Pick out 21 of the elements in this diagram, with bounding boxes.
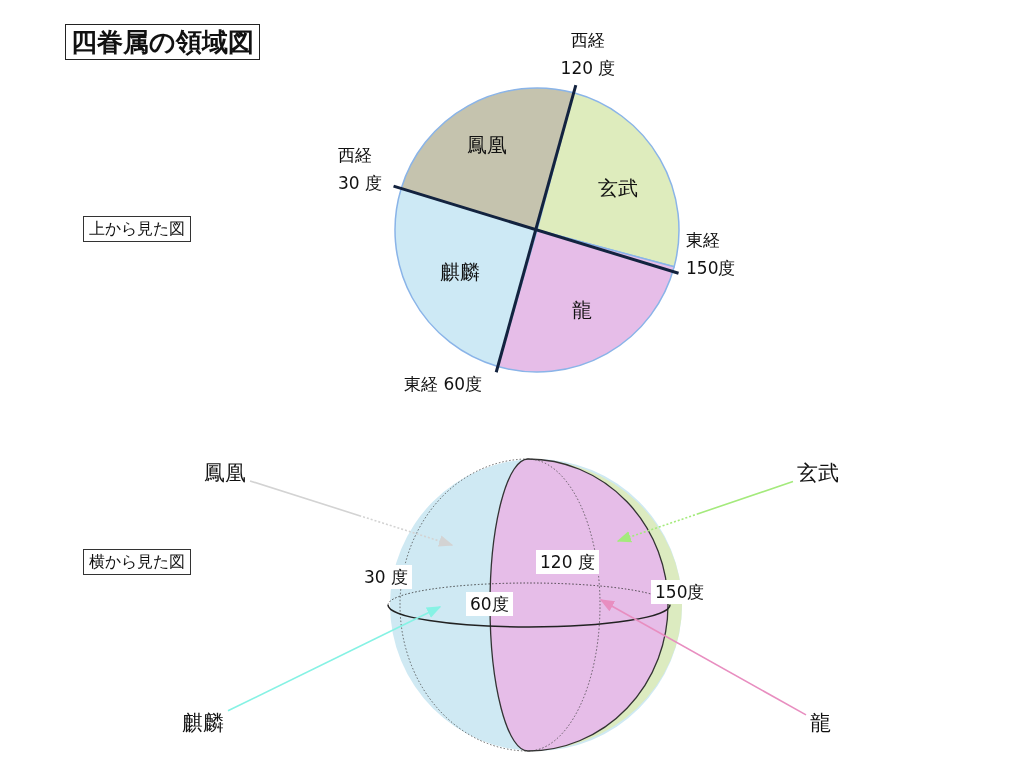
angle-label: 120 度 — [536, 550, 599, 574]
leader-arrow — [599, 599, 807, 716]
view-caption: 上から見た図 — [83, 216, 191, 242]
view-caption: 横から見た図 — [83, 549, 191, 575]
longitude-label: 東経 60度 — [404, 373, 484, 396]
longitude-label: 西経 30 度 — [338, 144, 384, 195]
leader-arrow — [227, 606, 442, 712]
region-label: 龍 — [810, 711, 831, 735]
title: 四眷属の領域図 — [65, 24, 260, 60]
sector-label: 麒麟 — [440, 258, 480, 286]
sector-label: 玄武 — [598, 174, 638, 202]
longitude-label: 東経 150度 — [686, 229, 737, 280]
region-label: 鳳凰 — [204, 461, 246, 485]
region-label: 麒麟 — [182, 711, 224, 735]
region-label: 玄武 — [797, 461, 839, 485]
sector-label: 龍 — [572, 296, 592, 324]
longitude-label: 西経 120 度 — [560, 29, 616, 80]
leader-arrow — [249, 480, 454, 547]
sector-label: 鳳凰 — [467, 131, 507, 159]
leader-arrow — [616, 480, 794, 543]
angle-label: 60度 — [466, 592, 513, 616]
